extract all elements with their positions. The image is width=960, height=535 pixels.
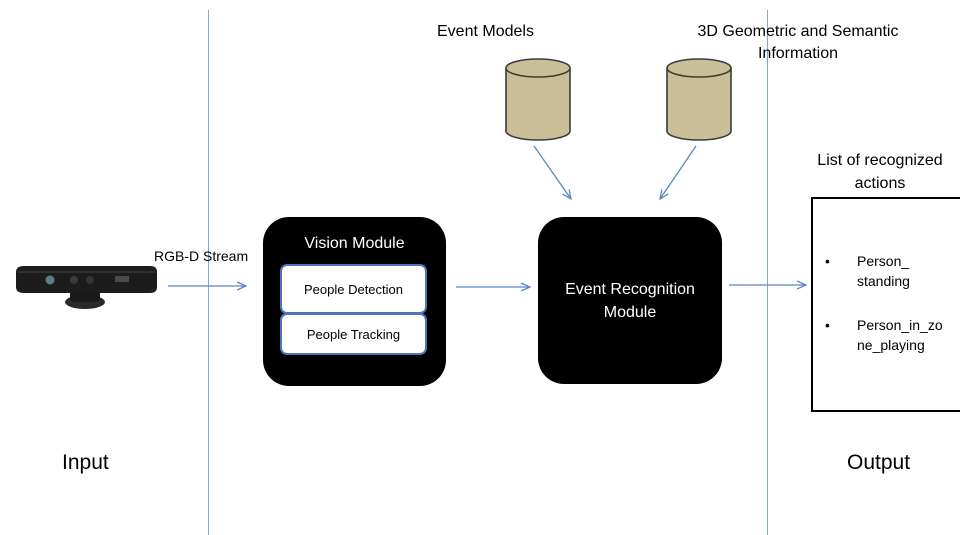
geometric-semantic-arrow bbox=[660, 145, 697, 199]
people-tracking-box: People Tracking bbox=[280, 313, 427, 355]
recognized-actions-title-line1: List of recognized bbox=[817, 152, 943, 169]
bullet-icon: • bbox=[825, 317, 830, 333]
vision-module-box: Vision Module People Detection People Tr… bbox=[263, 217, 446, 386]
recognized-actions-list: • Person_ standing • Person_in_zo ne_pla… bbox=[811, 197, 960, 412]
action-text: Person_ standing bbox=[857, 251, 960, 291]
people-detection-box: People Detection bbox=[280, 264, 427, 314]
input-label: Input bbox=[62, 451, 109, 474]
recognized-actions-title-line2: actions bbox=[854, 175, 906, 192]
event-recognition-line1: Event Recognition bbox=[565, 281, 695, 298]
action-text: Person_in_zo ne_playing bbox=[857, 315, 960, 355]
output-divider bbox=[767, 10, 768, 535]
recognized-actions-title: List of recognized actions bbox=[800, 149, 960, 195]
geometric-semantic-label: 3D Geometric and Semantic Information bbox=[676, 21, 920, 65]
event-models-label: Event Models bbox=[437, 23, 534, 40]
input-divider bbox=[208, 10, 209, 535]
output-label: Output bbox=[847, 451, 911, 474]
event-recognition-module-box: Event Recognition Module bbox=[538, 217, 722, 384]
event-models-arrow bbox=[533, 145, 571, 199]
geometric-semantic-database-icon bbox=[666, 58, 732, 141]
action-line2: standing bbox=[857, 273, 910, 289]
geometric-semantic-line1: 3D Geometric and Semantic bbox=[697, 23, 899, 40]
vision-module-title: Vision Module bbox=[304, 235, 405, 252]
bullet-icon: • bbox=[825, 253, 830, 269]
rgbd-stream-label: RGB-D Stream bbox=[154, 248, 249, 264]
kinect-sensor-icon bbox=[16, 266, 157, 309]
action-line1: Person_ bbox=[857, 253, 910, 269]
action-line1: Person_in_zo bbox=[857, 317, 943, 333]
event-recognition-label: Event Recognition Module bbox=[538, 278, 722, 324]
event-models-database-icon bbox=[505, 58, 571, 141]
event-recognition-line2: Module bbox=[603, 304, 657, 321]
action-line2: ne_playing bbox=[857, 337, 925, 353]
geometric-semantic-line2: Information bbox=[757, 45, 839, 62]
